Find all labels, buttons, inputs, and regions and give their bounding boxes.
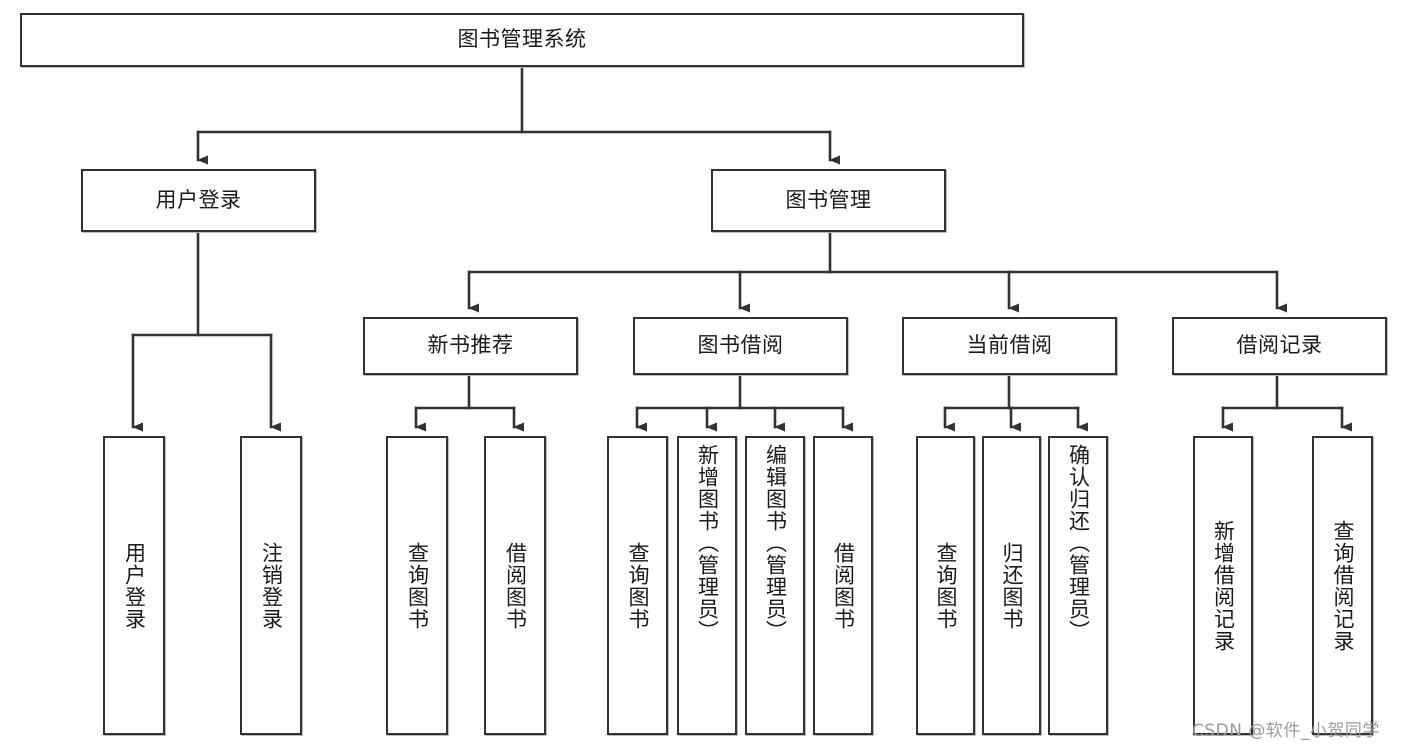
leaf-new-book-query-book[interactable]: 查询图书 [386,436,448,735]
node-label: 图书借阅 [697,333,784,358]
leaf-borrow-edit-book-admin[interactable]: 编辑图书（管理员） [745,436,805,735]
csdn-watermark: CSDN @软件_小贺同学 [1192,721,1380,741]
node-label: 注销登录 [259,541,284,630]
node-label: 用户登录 [155,187,242,212]
leaf-user-login-logout[interactable]: 注销登录 [240,436,302,735]
node-label: 图书管理系统 [457,27,587,52]
leaf-new-book-borrow-book[interactable]: 借阅图书 [484,436,546,735]
node-label: 编辑图书（管理员） [763,444,788,642]
leaf-user-login-login[interactable]: 用户登录 [103,436,165,735]
node-label: 查询图书 [625,541,650,630]
node-user-login[interactable]: 用户登录 [81,169,316,232]
leaf-record-query-borrow-record[interactable]: 查询借阅记录 [1312,436,1373,735]
node-label: 归还图书 [999,541,1024,630]
node-root-book-management-system[interactable]: 图书管理系统 [20,13,1024,67]
node-label: 当前借阅 [966,333,1053,358]
leaf-record-add-borrow-record[interactable]: 新增借阅记录 [1193,436,1253,735]
node-label: 借阅记录 [1236,333,1323,358]
node-label: 新增图书（管理员） [695,444,720,642]
node-label: 查询图书 [933,541,958,630]
leaf-borrow-query-book[interactable]: 查询图书 [607,436,668,735]
node-label: 确认归还（管理员） [1066,444,1091,642]
node-label: 查询借阅记录 [1330,519,1355,652]
leaf-current-query-book[interactable]: 查询图书 [916,436,975,735]
leaf-borrow-add-book-admin[interactable]: 新增图书（管理员） [677,436,737,735]
leaf-current-confirm-return-admin[interactable]: 确认归还（管理员） [1048,436,1108,735]
node-current-borrow[interactable]: 当前借阅 [902,317,1117,375]
node-new-book-recommendation[interactable]: 新书推荐 [363,317,578,375]
node-book-management[interactable]: 图书管理 [711,169,946,232]
node-label: 借阅图书 [503,541,528,630]
leaf-current-return-book[interactable]: 归还图书 [982,436,1041,735]
node-label: 查询图书 [405,541,430,630]
node-label: 新增借阅记录 [1211,519,1236,652]
node-label: 图书管理 [785,187,872,212]
node-book-borrow[interactable]: 图书借阅 [633,317,848,375]
node-borrow-record[interactable]: 借阅记录 [1172,317,1387,375]
node-label: 新书推荐 [427,333,514,358]
node-label: 用户登录 [122,541,147,630]
leaf-borrow-borrow-book[interactable]: 借阅图书 [813,436,873,735]
node-label: 借阅图书 [831,541,856,630]
